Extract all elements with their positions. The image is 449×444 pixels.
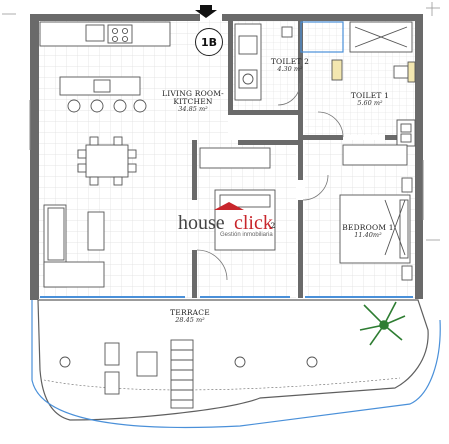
toilet2-door — [277, 82, 301, 106]
living-room-name-line2: KITCHEN — [173, 96, 213, 106]
bedroom1-name: BEDROOM 1 — [342, 223, 394, 232]
toilet1-name: TOILET 1 — [350, 91, 390, 100]
toilet1-area: 5.60 m² — [357, 98, 383, 107]
toilet2-fixtures — [234, 23, 293, 101]
terrace-area: 28.45 m² — [175, 315, 205, 324]
watermark-logo-icon — [214, 202, 244, 210]
side-windows — [29, 100, 424, 220]
toilet1-door — [317, 111, 344, 138]
terrace-walkway — [43, 377, 401, 391]
terrace-furniture — [59, 339, 318, 409]
toilet1-label: TOILET 1 5.60 m² — [345, 92, 395, 107]
toilet2-wc — [331, 59, 343, 81]
toilet2-name: TOILET 2 — [270, 57, 310, 66]
bedroom1-door — [302, 174, 329, 201]
edge-marks — [2, 2, 440, 241]
palm-plant-icon — [359, 301, 406, 346]
bedroom1-label: BEDROOM 1 11.40m² — [336, 224, 400, 239]
living-room-name-line1: LIVING ROOM- — [162, 89, 224, 98]
bedroom2-door — [196, 249, 228, 281]
kitchen-island — [59, 76, 147, 113]
houseclick-watermark: house click Gestión inmobiliaria — [172, 196, 280, 242]
terrace-outline — [37, 299, 429, 421]
bedroom2-label: 2 — [266, 222, 280, 230]
toilet1-fixtures — [349, 21, 416, 147]
toilet1-wc — [407, 61, 416, 83]
terrace-label: TERRACE 28.45 m² — [160, 309, 220, 324]
watermark-text-click: click — [234, 212, 273, 234]
unit-badge: 1B — [195, 28, 223, 56]
watermark-text-house: house — [178, 212, 225, 234]
living-room-area: 34.85 m² — [178, 104, 208, 113]
bedroom1-area: 11.40m² — [354, 230, 382, 239]
toilet2-area: 4.30 m² — [277, 64, 303, 73]
exterior-walls — [30, 14, 423, 300]
entrance-arrow-icon — [195, 5, 217, 18]
toilet2-label: TOILET 2 4.30 m² — [264, 58, 316, 73]
toilet2-shower — [300, 21, 344, 53]
dining-table — [77, 136, 137, 186]
terrace-name: TERRACE — [170, 308, 210, 317]
bedroom2-name: 2 — [270, 221, 276, 230]
kitchen-counter — [39, 21, 171, 47]
sofa — [43, 204, 105, 288]
watermark-subtitle: Gestión inmobiliaria — [220, 232, 273, 238]
living-room-label: LIVING ROOM- KITCHEN 34.85 m² — [158, 90, 228, 113]
bedroom1-furniture — [339, 144, 413, 281]
terrace-outline-outer — [31, 300, 441, 429]
